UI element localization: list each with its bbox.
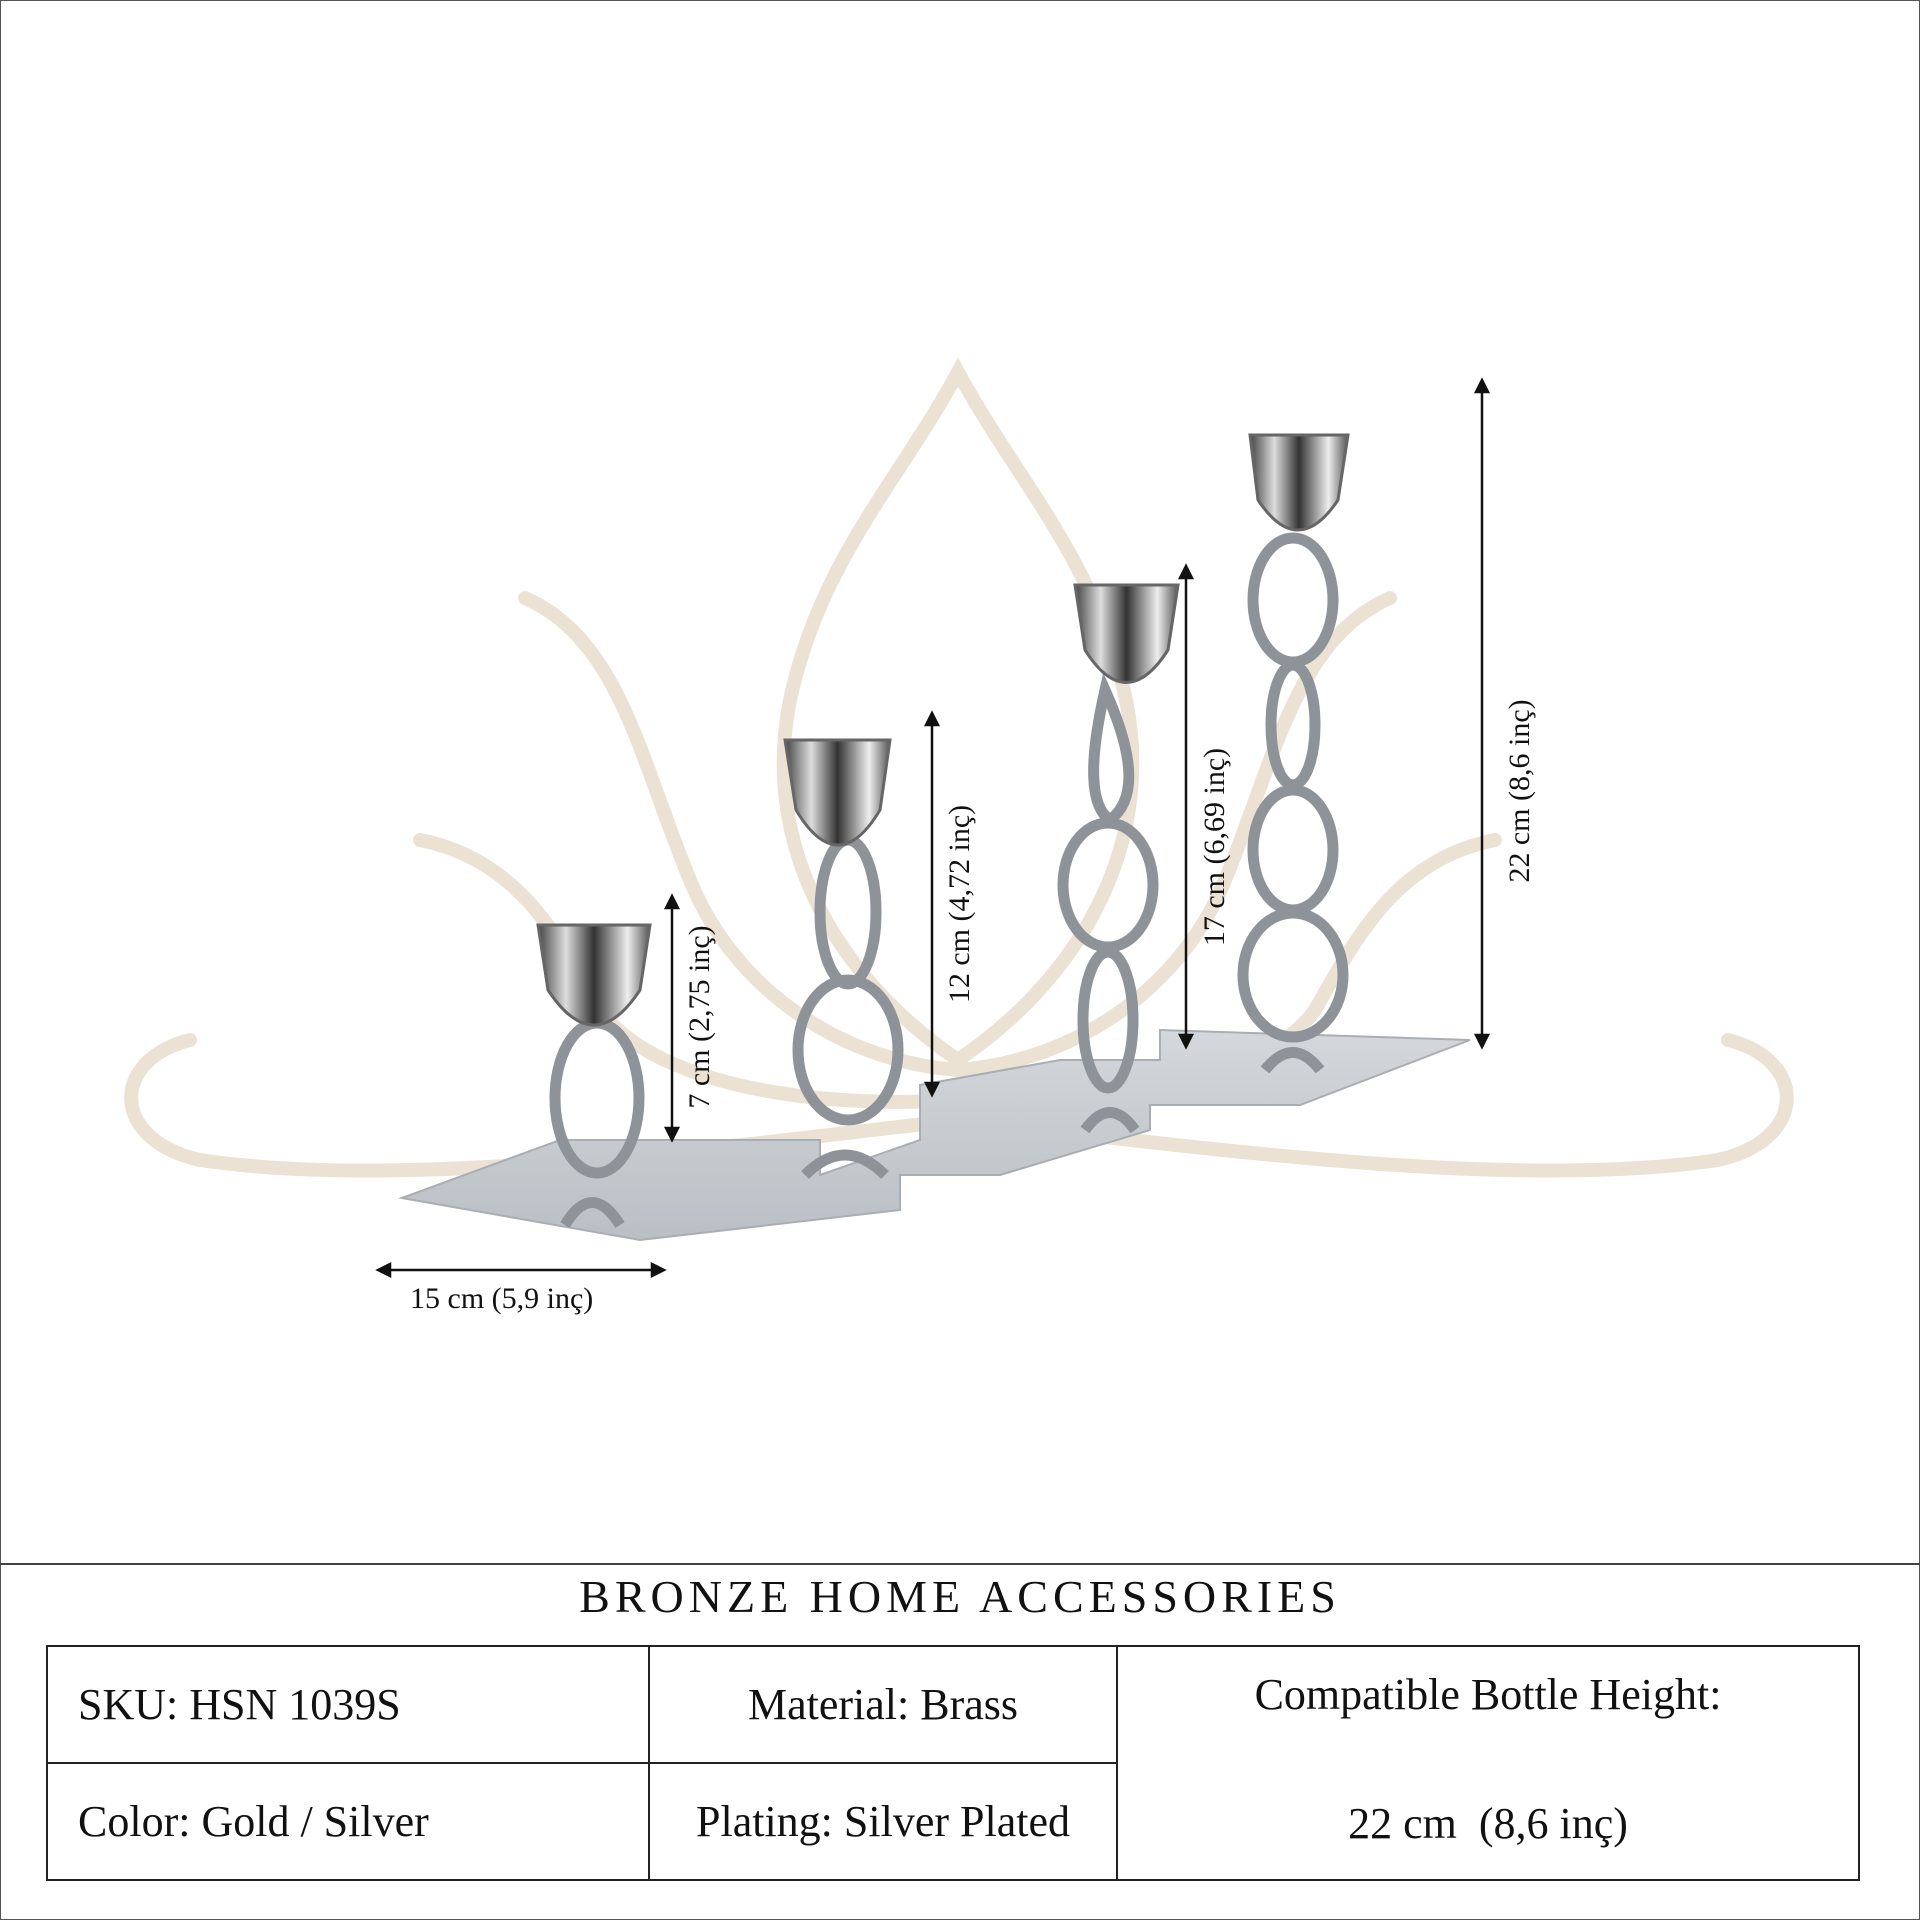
plating-cell: Plating: Silver Plated xyxy=(648,1762,1118,1881)
candle-holder-1 xyxy=(536,923,652,1229)
width-dimension-label: 15 cm (5,9 inç) xyxy=(410,1282,594,1315)
candle-holder-2 xyxy=(783,738,904,1179)
bottle-height-value: 22 cm (8,6 inç) xyxy=(1348,1799,1628,1848)
sku-cell: SKU: HSN 1039S xyxy=(46,1645,650,1764)
height-22cm-label: 22 cm (8,6 inç) xyxy=(1503,699,1536,883)
lotus-watermark xyxy=(124,357,1794,1178)
height-7cm-label: 7 cm (2,75 inç) xyxy=(683,925,716,1109)
brand-title: BRONZE HOME ACCESSORIES xyxy=(579,1571,1341,1622)
bottle-height-label: Compatible Bottle Height: xyxy=(1254,1670,1722,1719)
height-17cm-label: 17 cm (6,69 inç) xyxy=(1198,747,1231,947)
product-image xyxy=(124,357,1794,1279)
dimension-arrows xyxy=(375,377,1491,1279)
material-cell: Material: Brass xyxy=(648,1645,1118,1764)
height-12cm-label: 12 cm (4,72 inç) xyxy=(943,804,976,1004)
color-cell: Color: Gold / Silver xyxy=(46,1762,650,1881)
candle-holder-4 xyxy=(1237,433,1350,1074)
candle-holders xyxy=(536,433,1350,1229)
bottle-height-cell: Compatible Bottle Height: 22 cm (8,6 inç… xyxy=(1116,1645,1860,1881)
section-divider xyxy=(0,1563,1920,1565)
candle-holder-3 xyxy=(1057,583,1180,1134)
spec-table: SKU: HSN 1039S Material: Brass Compatibl… xyxy=(46,1645,1860,1881)
